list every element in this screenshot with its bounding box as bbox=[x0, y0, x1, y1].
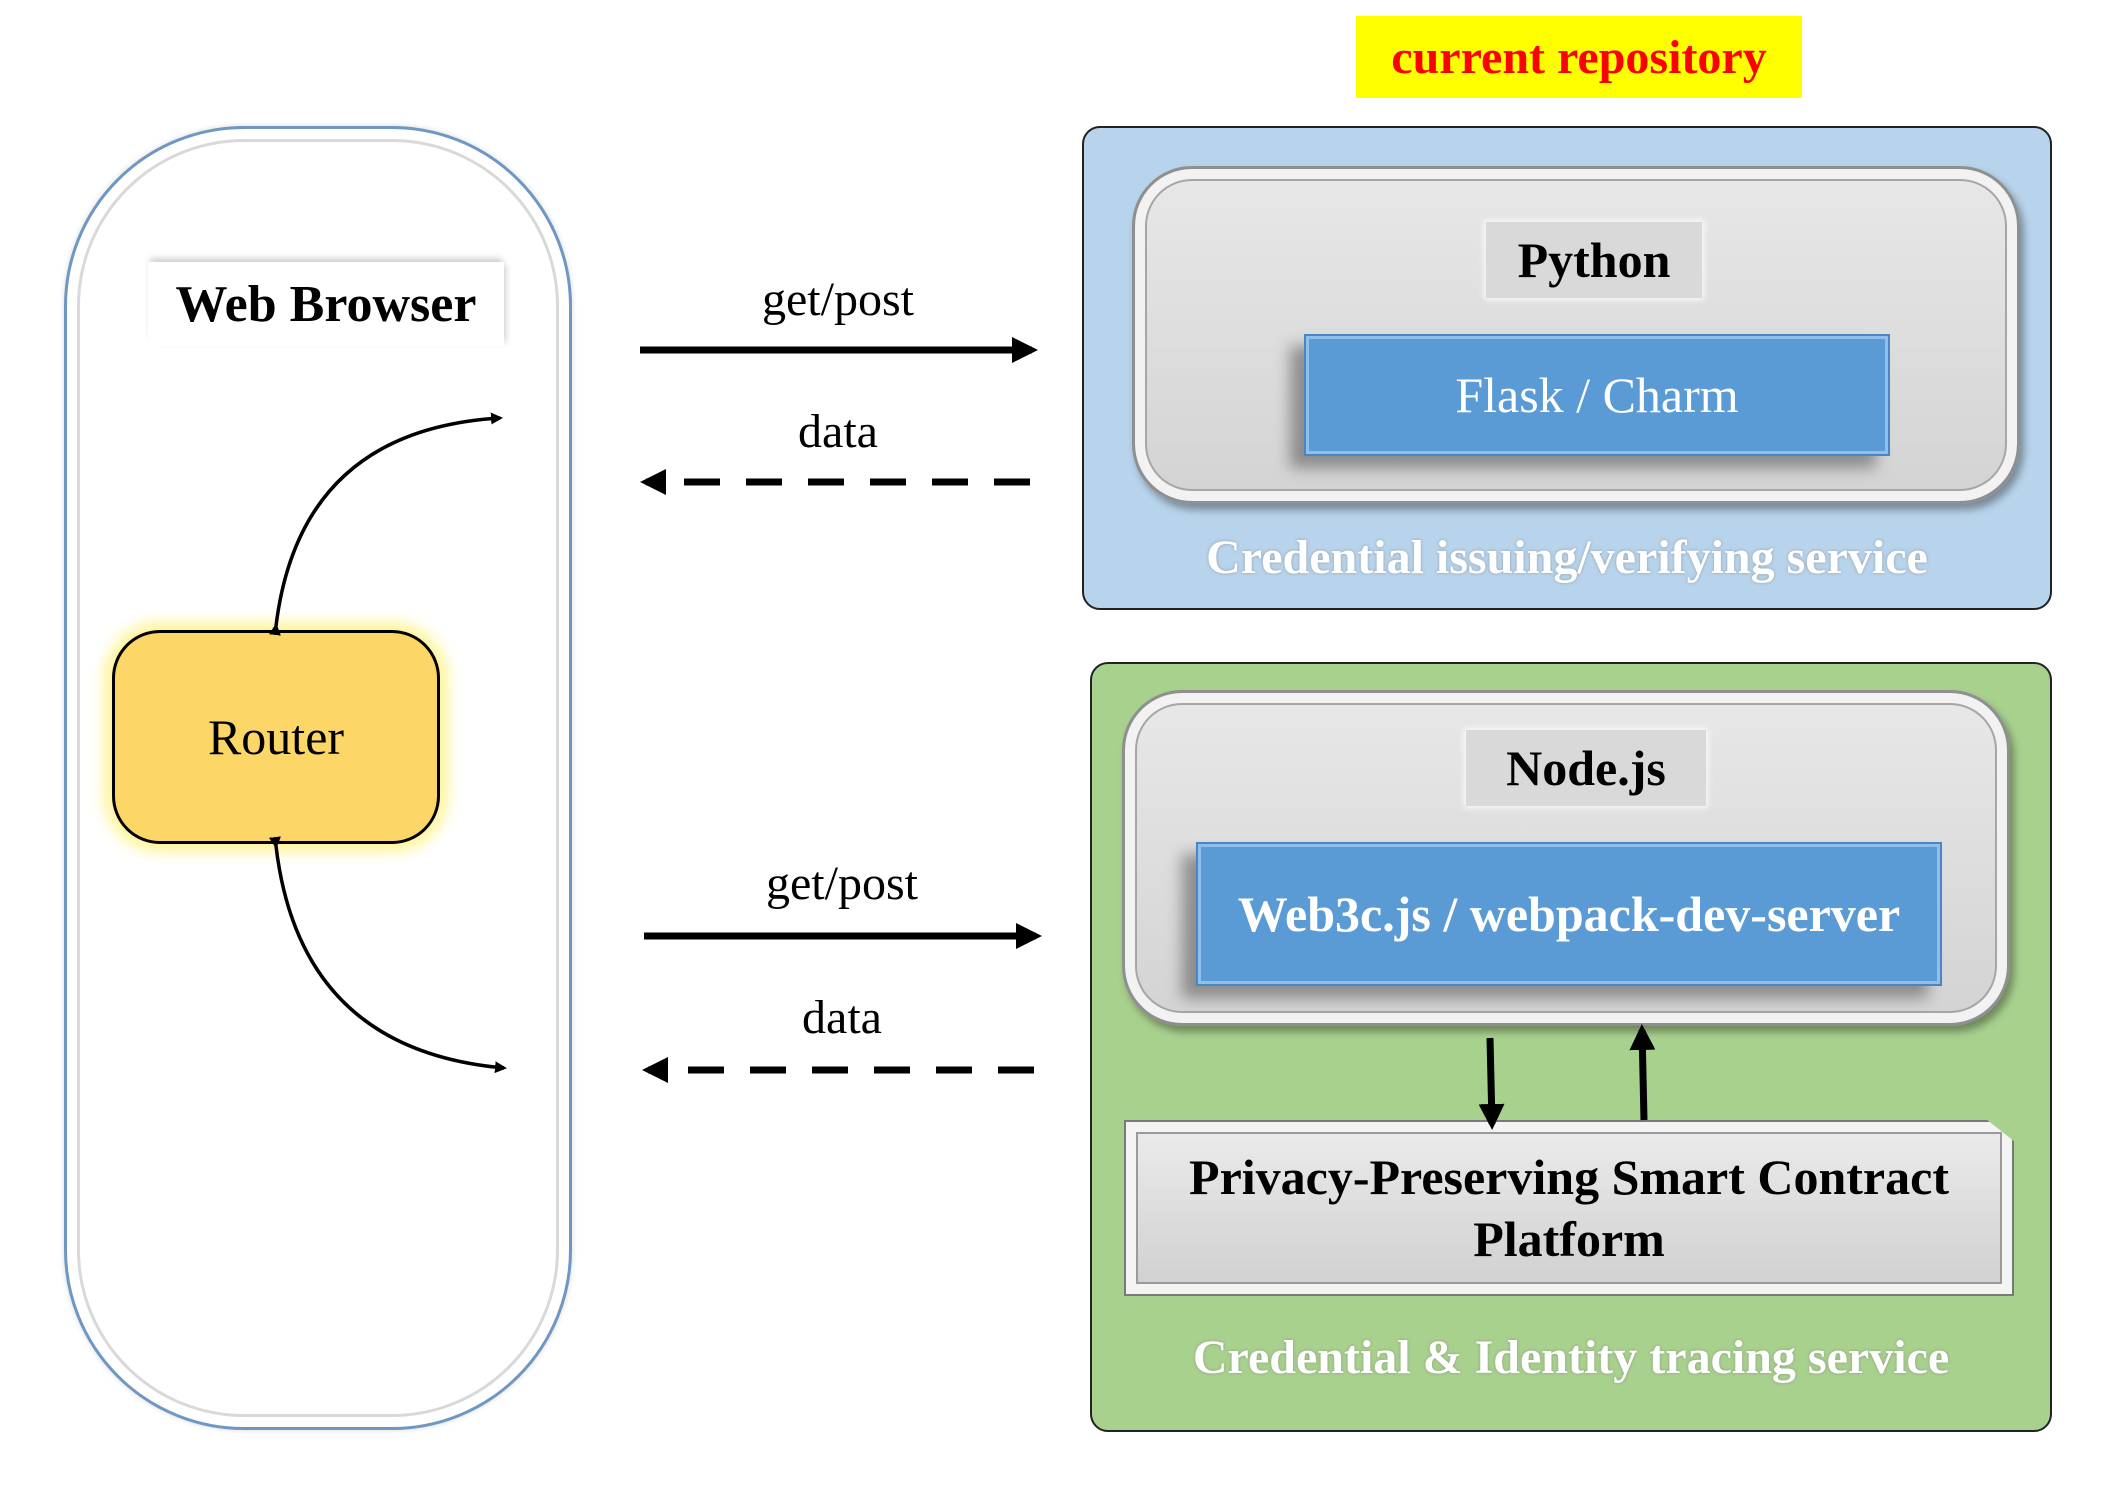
router-link-top bbox=[268, 412, 503, 636]
platform-label-line1: Privacy-Preserving Smart Contract bbox=[1189, 1149, 1949, 1205]
tracing-service-caption: Credential & Identity tracing service bbox=[1192, 1331, 1950, 1384]
flask-charm-box: Flask / Charm bbox=[1304, 334, 1890, 456]
request-label-top: get/post bbox=[762, 273, 914, 326]
smart-contract-platform-box: Privacy-Preserving Smart Contract Platfo… bbox=[1124, 1120, 2014, 1296]
node-to-platform-arrow bbox=[1478, 1037, 1505, 1130]
issuing-service-caption: Credential issuing/verifying service bbox=[1206, 531, 1928, 584]
router-link-bottom bbox=[268, 836, 507, 1074]
current-repository-banner: current repository bbox=[1356, 16, 1802, 98]
python-runtime-label: Python bbox=[1486, 222, 1702, 298]
response-label-top: data bbox=[798, 405, 878, 458]
web-browser-title: Web Browser bbox=[148, 262, 504, 346]
web3c-webpack-box: Web3c.js / webpack-dev-server bbox=[1196, 842, 1942, 986]
nodejs-runtime-label: Node.js bbox=[1466, 730, 1706, 806]
platform-to-node-arrow bbox=[1629, 1024, 1656, 1121]
response-label-bottom: data bbox=[802, 991, 882, 1044]
platform-label-line2: Platform bbox=[1473, 1211, 1665, 1267]
request-label-bottom: get/post bbox=[766, 857, 918, 910]
